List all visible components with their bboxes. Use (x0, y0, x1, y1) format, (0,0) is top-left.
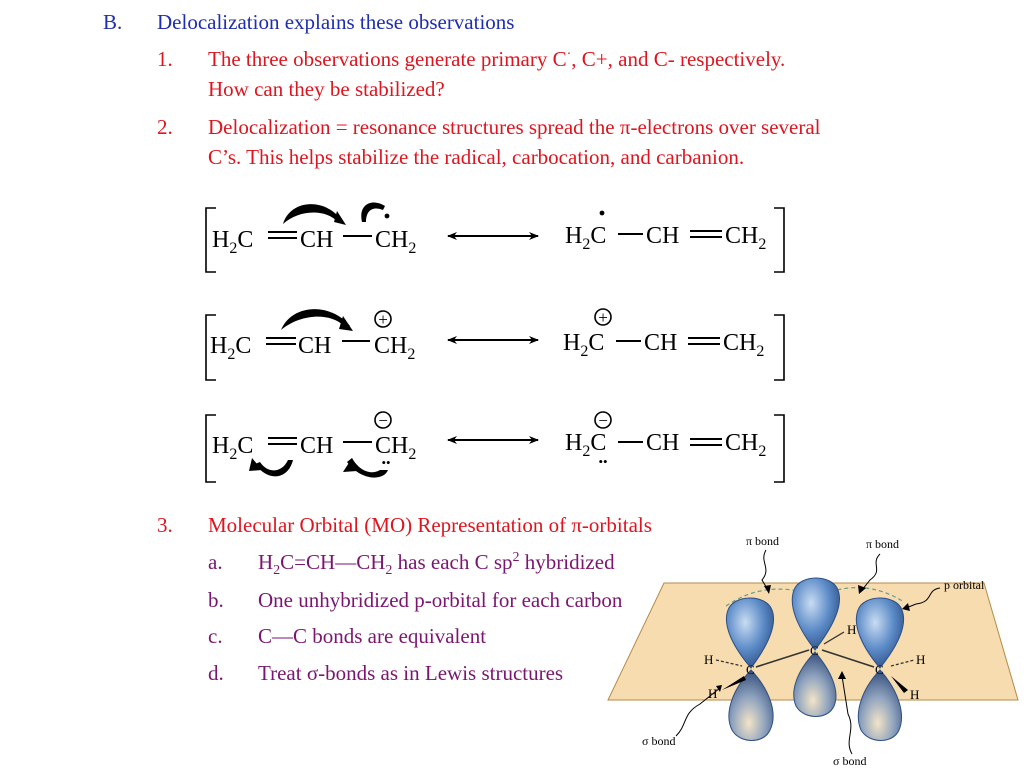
svg-text:CH: CH (298, 333, 331, 359)
item-c-marker: c. (208, 624, 223, 648)
point-1-line-1: The three observations generate primary … (208, 47, 786, 71)
p-orbital-lobe-middle-top (791, 577, 840, 651)
point-2-line-1: Delocalization = resonance structures sp… (208, 115, 821, 139)
svg-text:H: H (847, 622, 856, 637)
mo-title: Molecular Orbital (MO) Representation of… (208, 513, 652, 537)
h2c-left: H2C (212, 227, 253, 257)
label-sigma-bond-left: σ bond (642, 734, 675, 748)
p-orbital-lobe-right-top (855, 597, 904, 669)
item-b-text: One unhybridized p-orbital for each carb… (258, 588, 623, 612)
atom-c-middle: C (810, 643, 819, 658)
svg-text:H: H (704, 652, 713, 667)
positive-charge-right (594, 308, 612, 326)
curved-arrow (281, 309, 350, 330)
svg-text:+: + (378, 310, 388, 329)
p-orbital-lobe-left-bottom (728, 669, 774, 741)
curved-arrow (283, 204, 343, 224)
item-c-text: C—C bonds are equivalent (258, 624, 487, 648)
point-2-marker: 2. (157, 115, 173, 139)
ch-right: CH (646, 223, 679, 249)
allyl-cation-row: H2C CH CH2 + H2C + CH CH2 (205, 308, 785, 381)
svg-text:CH2: CH2 (725, 430, 766, 460)
label-sigma-bond-bottom: σ bond (833, 754, 866, 768)
svg-text:H2C: H2C (210, 333, 251, 363)
svg-text:+: + (598, 308, 608, 327)
item-d-marker: d. (208, 661, 224, 685)
svg-text:−: − (598, 411, 608, 430)
allyl-radical-row: H2C CH CH2 H2C CH CH2 (205, 202, 785, 273)
mo-orbital-figure: C C C H H H H H π bond π bond p orbital … (607, 534, 1019, 768)
svg-text:CH2: CH2 (375, 433, 416, 463)
point-3-marker: 3. (157, 513, 173, 537)
svg-text:−: − (378, 411, 388, 430)
atom-c-left: C (746, 662, 755, 677)
label-pi-bond-left: π bond (746, 534, 779, 548)
curved-arrow-bond (255, 460, 293, 477)
svg-text:H: H (910, 687, 919, 702)
label-p-orbital: p orbital (944, 578, 985, 592)
negative-charge (374, 411, 392, 429)
svg-text:CH2: CH2 (723, 330, 764, 360)
radical-dot (384, 213, 390, 219)
point-1-line-2: How can they be stabilized? (208, 77, 445, 101)
negative-charge-right (594, 411, 612, 429)
svg-text:CH: CH (644, 330, 677, 356)
allyl-anion-row: H2C CH CH2 − •• H2C − •• CH CH2 (205, 411, 785, 483)
left-bracket (205, 207, 216, 273)
curved-arrow-lone-pair (347, 458, 388, 478)
p-orbital-lobe-right-bottom (857, 669, 902, 741)
svg-text:CH: CH (646, 430, 679, 456)
lone-pair: •• (381, 455, 390, 470)
radical-dot-right (599, 210, 605, 216)
h2c-right: H2C (565, 223, 606, 253)
svg-text:CH2: CH2 (374, 333, 415, 363)
atom-c-right: C (875, 662, 884, 677)
label-pi-bond-right: π bond (866, 537, 899, 551)
item-a-marker: a. (208, 550, 223, 574)
svg-text:H2C: H2C (212, 433, 253, 463)
svg-text:CH: CH (300, 433, 333, 459)
ch2-left: CH2 (375, 227, 416, 257)
right-bracket (774, 207, 785, 273)
item-d-text: Treat σ-bonds as in Lewis structures (258, 661, 564, 685)
svg-text:H: H (916, 652, 925, 667)
positive-charge (374, 310, 392, 328)
item-b-marker: b. (208, 588, 224, 612)
svg-text:H2C: H2C (563, 330, 604, 360)
item-a-text: H2C=CH—CH2 has each C sp2 hybridized (258, 550, 615, 579)
p-orbital-lobe-left-top (726, 597, 774, 669)
ch2-right: CH2 (725, 223, 766, 253)
point-2-line-2: C’s. This helps stabilize the radical, c… (208, 145, 745, 169)
ch-left: CH (300, 227, 333, 253)
fishhook-arrow (361, 202, 385, 222)
point-1-marker: 1. (157, 47, 173, 71)
lone-pair-right: •• (598, 454, 607, 469)
section-title: Delocalization explains these observatio… (157, 10, 515, 34)
svg-text:H2C: H2C (565, 430, 606, 460)
p-orbital-lobe-middle-bottom (793, 651, 837, 717)
section-marker: B. (103, 10, 123, 34)
